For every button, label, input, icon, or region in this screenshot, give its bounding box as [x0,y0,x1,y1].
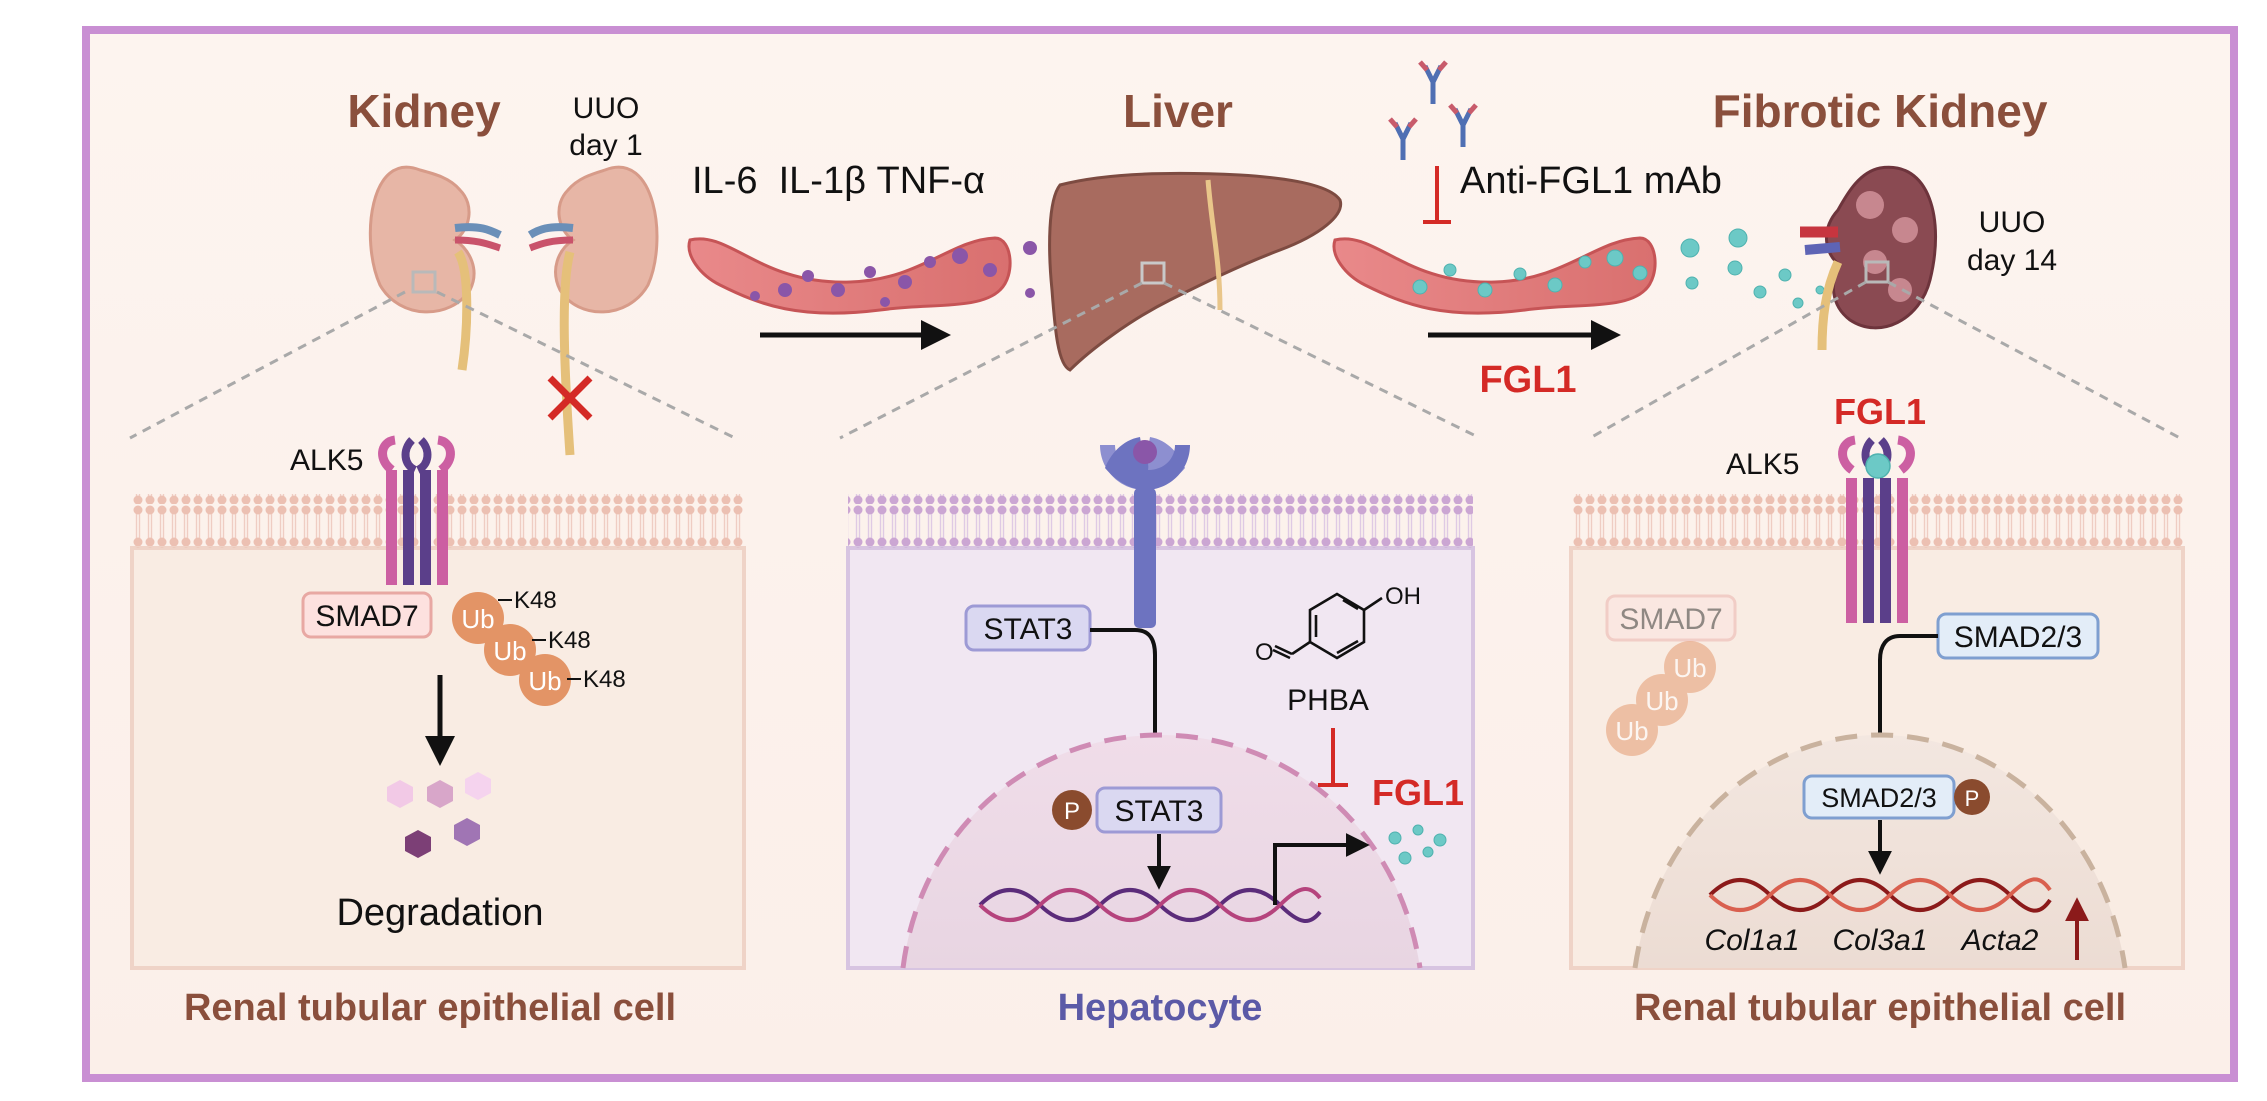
k48-label-1: K48 [514,587,557,614]
hepatocyte-title: Hepatocyte [1058,987,1263,1029]
smad23-badge-cytoplasm: SMAD2/3 [1936,612,2100,660]
ub-label-r2: Ub [1645,686,1678,716]
phbha-structure-icon [1272,592,1383,660]
antibody-inhibition-icon [1423,166,1451,224]
healthy-kidney-left-icon [368,165,502,371]
k48-label-3: K48 [583,666,626,693]
antibody-vessel-section: Anti-FGL1 mAb FGL1 [1332,60,1825,401]
stat3-badge-cytoplasm: STAT3 [964,604,1092,652]
ub-label-r3: Ub [1615,716,1648,746]
liver-zoom-line-left [839,281,1143,440]
hepatocyte-panel: STAT3 OH O PHBA P STAT3 [846,437,1475,1029]
anti-fgl1-antibody-icon [1388,60,1478,160]
fibrotic-cell-panel: FGL1 ALK5 SMAD7 Ub Ub Ub SMAD2/3 [1569,391,2185,1029]
blood-vessel-2-icon [1332,236,1657,315]
degradation-label: Degradation [336,892,543,934]
anti-fgl1-mab-label: Anti-FGL1 mAb [1460,160,1722,202]
alk5-label-right: ALK5 [1726,448,1799,481]
ub-label-3: Ub [528,666,561,696]
phba-inhibition-icon [1318,728,1348,787]
ubiquitin-chain-left: Ub Ub Ub K48 K48 K48 [452,587,626,706]
alk5-label-left: ALK5 [290,444,363,477]
fibrotic-zoom-line-left [1589,280,1867,440]
gene-col3a1: Col3a1 [1832,924,1927,957]
degraded-fragments-icon [387,772,491,858]
fgl1-ligand-label: FGL1 [1834,391,1926,432]
circulating-fgl1-label: FGL1 [1479,359,1576,401]
cytokine-particles [750,241,1081,307]
uuo-day1-line2: day 1 [569,129,642,162]
smad23-label-cytoplasm: SMAD2/3 [1954,621,2082,654]
ub-label-1: Ub [461,604,494,634]
kidney-cell-title: Renal tubular epithelial cell [184,987,676,1029]
kidney-zoom-line-right [436,290,736,440]
kidney-title: Kidney [347,85,501,137]
phospho-label-kidney: P [1965,786,1980,811]
k48-label-2: K48 [548,627,591,654]
fgl1-label-liver: FGL1 [1372,772,1464,813]
phba-label: PHBA [1287,684,1369,717]
fibrotic-cell-membrane [1571,494,2183,548]
pstat3-badge-nucleus: P STAT3 [1052,786,1223,834]
fgl1-particles-liver [1388,824,1447,865]
ub-label-r1: Ub [1673,653,1706,683]
fibrotic-kidney-icon [1800,165,1937,351]
alk5-receptor-left-icon [378,435,455,585]
liver-title: Liver [1123,85,1233,137]
kidney-zoom-line-left [129,290,406,440]
smad7-label-left: SMAD7 [315,600,418,633]
blood-vessel-1-icon [687,236,1012,315]
uuo-day14-line1: UUO [1979,206,2046,239]
liver-organ-section: Liver [839,85,1481,440]
fibrotic-kidney-section: Fibrotic Kidney UUO day 14 [1589,85,2181,440]
phospho-label-liver: P [1064,798,1080,825]
outer-frame [82,26,2238,1082]
fgl1-particles-circulating [1412,228,1825,309]
phbha-o-label: O [1255,639,1274,666]
cytokine-labels: IL-6 IL-1β TNF-α [692,160,985,202]
stat3-label-cytoplasm: STAT3 [984,613,1073,646]
hepatocyte-dna-icon [978,887,1322,923]
liver-zoom-box [1140,261,1166,285]
fgl1-transcription-arrow [1273,833,1370,905]
uuo-day1-line1: UUO [573,92,640,125]
gene-acta2: Acta2 [1960,924,2039,957]
gene-col1a1: Col1a1 [1704,924,1799,957]
fibrotic-kidney-title: Fibrotic Kidney [1713,85,2048,137]
cytokine-vessel-section: IL-6 IL-1β TNF-α [687,160,1081,350]
ub-label-2: Ub [493,636,526,666]
alk5-receptor-right-icon [1838,435,1915,623]
smad23-label-nucleus: SMAD2/3 [1821,783,1937,813]
smad7-badge-left: SMAD7 [301,591,433,639]
fibrotic-dna-icon [1708,877,2052,913]
fgl1-bound-ligand-icon [1865,453,1891,479]
fibrotic-cell-title: Renal tubular epithelial cell [1634,987,2126,1029]
psmad23-badge-nucleus: SMAD2/3 P [1802,774,1990,820]
hepatocyte-membrane [848,494,1473,548]
stat3-label-nucleus: STAT3 [1115,795,1204,828]
cytokine-receptor-icon [1100,437,1190,628]
smad7-label-right: SMAD7 [1619,603,1722,636]
smad23-translocation-arrow [1868,634,1938,777]
stat3-translocation-arrow [1090,628,1167,783]
liver-zoom-line-right [1163,281,1481,440]
hepatocyte-nuclear-envelope [900,732,1423,969]
fibrotic-nuclear-envelope [1632,732,2128,969]
ureter-obstruction-cross-icon [547,375,593,421]
fibrotic-zoom-line-right [1887,280,2181,440]
liver-icon [1048,171,1343,372]
ubiquitin-chain-right-faded: Ub Ub Ub [1606,641,1716,756]
kidney-cell-panel: ALK5 SMAD7 Ub Ub Ub K48 K48 [130,435,746,1029]
uuo-day14-line2: day 14 [1967,244,2057,277]
smad7-badge-right-faded: SMAD7 [1605,594,1737,642]
obstructed-kidney-right-icon [527,165,659,456]
phbha-oh-label: OH [1385,583,1421,610]
kidney-organ-section: Kidney UUO day 1 [129,85,736,456]
